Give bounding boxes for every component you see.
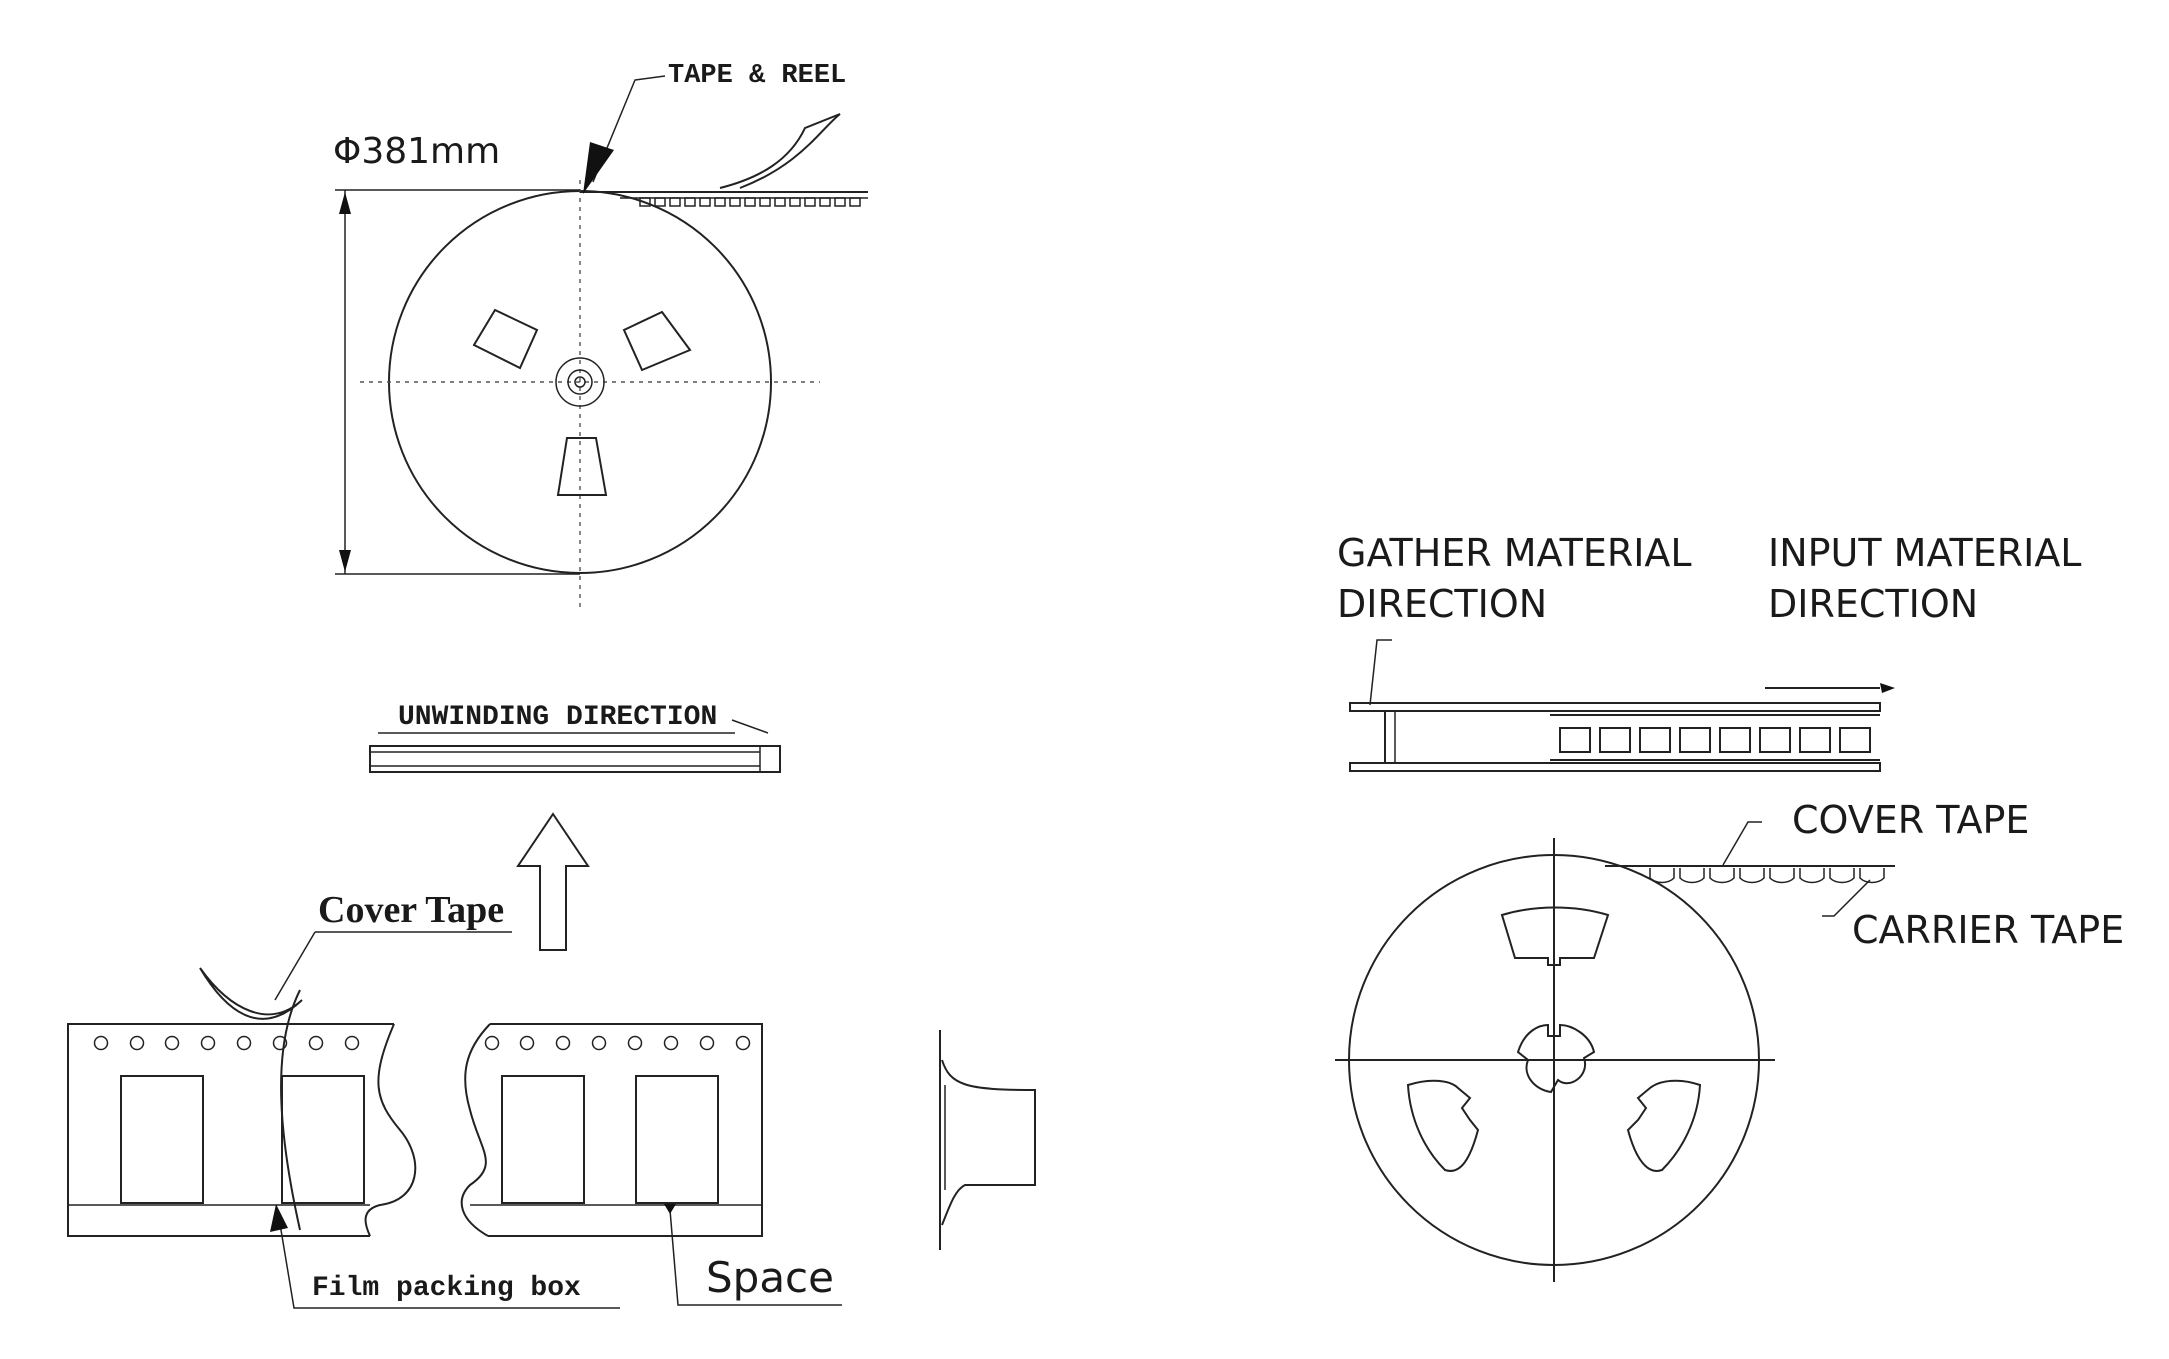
sprocket-hole [93,1035,109,1051]
sprocket-hole [627,1035,643,1051]
carrier-pocket [1799,727,1831,753]
unwinding-arrow [369,719,781,773]
tape-pocket [714,197,726,207]
reel-top-view [360,180,820,610]
sprocket-hole [699,1035,715,1051]
reel-tape-pocket [1769,868,1795,884]
tape-pocket [729,197,741,207]
tape-pocket [654,197,666,207]
reel-tape-pocket [1739,868,1765,884]
tape-pocket [669,197,681,207]
diameter-label: Φ381mm [333,131,500,172]
sprocket-hole [272,1035,288,1051]
space-leader [664,1204,842,1306]
material-direction-tape [1349,639,1895,772]
input-material-label-line2: DIRECTION [1768,582,1978,626]
sprocket-hole [129,1035,145,1051]
gather-material-label-line2: DIRECTION [1337,582,1547,626]
sprocket-hole [484,1035,500,1051]
carrier-pocket [1599,727,1631,753]
up-arrow [516,812,590,951]
sprocket-hole [663,1035,679,1051]
tape-reel-label: TAPE & REEL [668,61,846,91]
tape-pocket [684,197,696,207]
tape-pocket [819,197,831,207]
diameter-dimension [335,189,580,575]
tape-pocket [849,197,861,207]
carrier-tape-leader [1822,879,1871,917]
cover-tape-label-left: Cover Tape [318,889,504,931]
sprocket-hole [200,1035,216,1051]
carrier-pocket [1679,727,1711,753]
carrier-tape-strip [67,967,763,1237]
reel-tape-pocket [1649,868,1675,884]
sprocket-hole [164,1035,180,1051]
reel-front-view [1335,838,1895,1282]
carrier-tape-label: CARRIER TAPE [1852,908,2124,952]
carrier-pocket [1639,727,1671,753]
tape-reel-leader [583,75,666,194]
film-packing-box-label: Film packing box [312,1273,581,1304]
reel-tape-pocket [1709,868,1735,884]
reel-top-tape [580,113,868,207]
reel-tape-pocket [1829,868,1855,884]
tape-pocket [639,197,651,207]
sprocket-hole [735,1035,751,1051]
cover-tape-label-right: COVER TAPE [1792,798,2029,842]
sprocket-hole [519,1035,535,1051]
tape-pocket [744,197,756,207]
sprocket-hole [591,1035,607,1051]
sprocket-hole [236,1035,252,1051]
cover-tape-leader [274,931,316,1001]
sprocket-hole [555,1035,571,1051]
reel-tape-pocket [1679,868,1705,884]
reel-side-profile [939,1030,1036,1250]
space-label: Space [706,1253,834,1302]
carrier-pocket [1839,727,1871,753]
unwinding-direction-label: UNWINDING DIRECTION [398,702,717,733]
sprocket-hole [308,1035,324,1051]
tape-pocket [759,197,771,207]
sprocket-hole [344,1035,360,1051]
reel-tape-pocket [1859,868,1885,884]
reel-tape-pocket [1799,868,1825,884]
input-material-label-line1: INPUT MATERIAL [1768,531,2081,575]
cover-tape-right-leader [1722,821,1762,866]
film-box-leader [270,1204,620,1309]
tape-pocket [789,197,801,207]
tape-pocket [699,197,711,207]
tape-pocket [834,197,846,207]
tape-pocket [804,197,816,207]
carrier-pocket [1559,727,1591,753]
tape-pocket [774,197,786,207]
carrier-pocket [1759,727,1791,753]
carrier-pocket [1719,727,1751,753]
gather-material-label-line1: GATHER MATERIAL [1337,531,1692,575]
